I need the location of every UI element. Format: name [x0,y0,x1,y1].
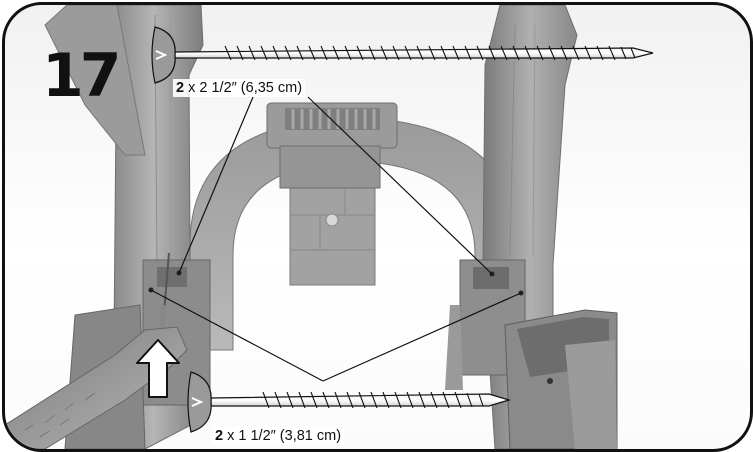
assembly-photo [5,5,654,449]
step-number: 17 [42,41,121,111]
screw-short [187,371,512,433]
screw-size: x 1 1/2″ (3,81 cm) [227,428,342,444]
screw-label-short: 2 x 1 1/2″ (3,81 cm) [212,427,345,445]
top-grate [266,102,398,189]
screw-label-long: 2 x 2 1/2″ (6,35 cm) [173,79,306,97]
screw-quantity: 2 [176,80,185,96]
screw-long [151,26,654,84]
screw-quantity: 2 [215,428,224,444]
screw-size: x 2 1/2″ (6,35 cm) [188,80,303,96]
callout-lines [150,96,522,382]
up-arrow-icon [136,339,180,398]
planter-box [504,309,618,449]
